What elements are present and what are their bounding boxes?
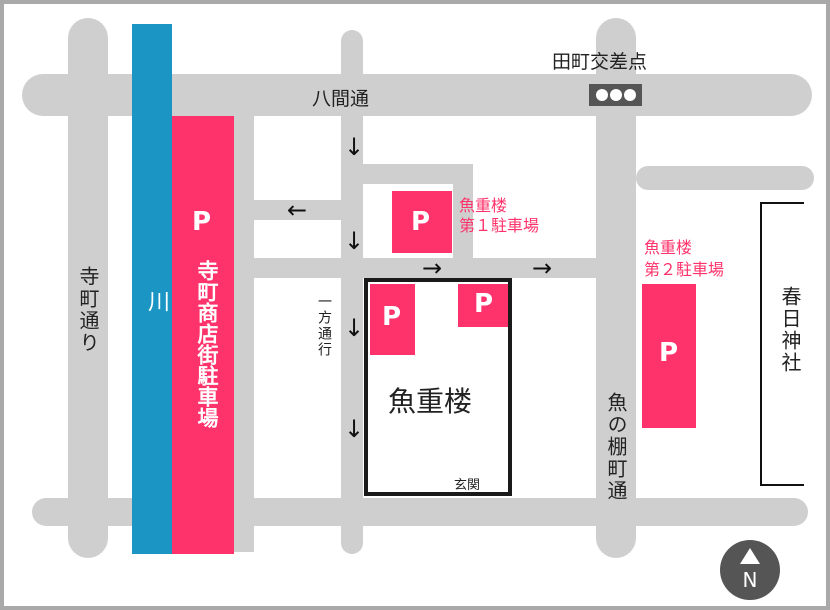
river-label: 川 (144, 290, 169, 314)
shrine-label: 春日神社 (778, 286, 802, 374)
parking-2-p: P (659, 338, 679, 368)
building-parking-right-p: P (474, 289, 494, 319)
side-street-left-v (234, 116, 254, 552)
parking-1-label-line1: 魚重楼 (459, 196, 508, 215)
oneway-arrow-down-1: ↓ (344, 133, 365, 161)
side-street-left-h1 (254, 200, 344, 220)
compass-north-icon: N (720, 540, 780, 600)
building-name: 魚重楼 (388, 385, 473, 418)
traffic-signal-icon (589, 84, 642, 106)
hachiken-street-label: 八間通 (312, 88, 370, 110)
side-street-upper-v (453, 164, 473, 278)
entrance-label: 玄関 (454, 478, 481, 493)
side-street-right (636, 166, 814, 190)
side-street-upper (363, 164, 473, 184)
uojuro-building[interactable]: P P 魚重楼 玄関 (364, 278, 512, 496)
oneway-arrow-down-4: ↓ (344, 415, 365, 443)
arrow-right-1: → (422, 254, 443, 282)
parking-2-label-line1: 魚重楼 (644, 238, 693, 257)
side-street-middle (363, 258, 596, 278)
river (132, 24, 172, 554)
building-parking-right (458, 284, 508, 327)
teramachi-street (68, 18, 108, 558)
oneway-arrow-down-2: ↓ (344, 227, 365, 255)
oneway-label: 一方通行 (316, 294, 332, 358)
arrow-left: ← (287, 196, 308, 224)
teramachi-parking-p: P (192, 207, 212, 237)
oneway-street (341, 30, 363, 554)
building-parking-left-p: P (382, 302, 402, 332)
building-parking-left (370, 284, 415, 355)
compass-label: N (742, 568, 758, 592)
parking-2-label-line2: 第２駐車場 (644, 260, 725, 279)
uonotana-street (596, 18, 636, 558)
shrine-boundary (760, 202, 804, 486)
parking-1-label-line2: 第１駐車場 (459, 216, 540, 235)
side-street-left-h2 (254, 258, 344, 278)
oneway-arrow-down-3: ↓ (344, 314, 365, 342)
teramachi-street-label: 寺町通り (76, 266, 100, 354)
uonotana-street-label: 魚の棚町通 (604, 392, 628, 502)
parking-2[interactable] (642, 284, 696, 428)
arrow-right-2: → (532, 254, 553, 282)
parking-1[interactable] (392, 191, 452, 253)
teramachi-parking-name: 寺町商店街駐車場 (195, 260, 219, 428)
parking-1-p: P (411, 207, 431, 237)
intersection-label: 田町交差点 (552, 51, 648, 73)
teramachi-parking[interactable] (172, 116, 234, 554)
